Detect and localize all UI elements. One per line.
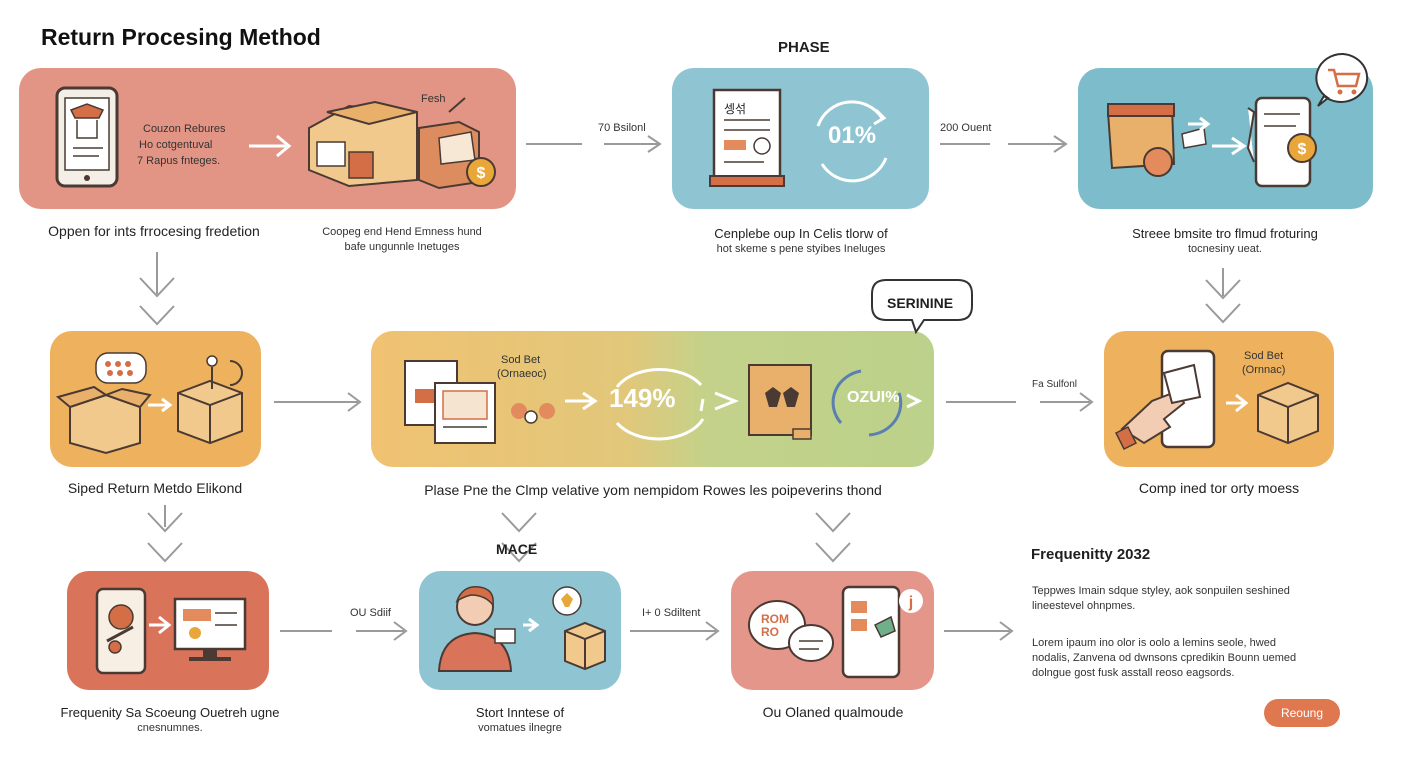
card8-caption-l2: vomatues ilnegre	[478, 722, 562, 734]
card1-text-2: Ho cotgentuval	[139, 139, 213, 151]
svg-text:j: j	[908, 594, 913, 611]
phone-hand-icon	[1114, 349, 1319, 451]
step-card-complete: 셍섞 01%	[672, 68, 929, 209]
connector-arrow-5	[280, 621, 408, 641]
down-arrow-3	[147, 505, 183, 563]
step-card-siped	[50, 331, 261, 467]
card5-label-l2: (Ornaeoc)	[497, 368, 547, 380]
connector-arrow-1	[526, 135, 662, 153]
card7-caption-l1: Frequenity Sa Scoeung Ouetreh ugne	[60, 705, 280, 720]
card2-caption-l1: Cenplebe oup In Celis tlorw of	[714, 226, 888, 241]
step-card-plase: Sod Bet (Ornaeoc) 149% OZUI%	[371, 331, 934, 467]
card1-text-1: Couzon Rebures	[143, 123, 226, 135]
step-card-store: $	[1078, 68, 1373, 209]
card5-caption: Plase Pne the Clmp velative yom nempidom…	[424, 482, 882, 498]
cart-bubble-icon	[1315, 52, 1369, 107]
down-arrow-2	[1205, 268, 1241, 324]
svg-text:$: $	[1298, 141, 1307, 158]
card1-text-3: 7 Rapus fnteges.	[137, 155, 221, 167]
card3-caption-l1: Streee bmsite tro flmud froturing	[1132, 226, 1318, 241]
phone-monitor-icon	[95, 587, 247, 675]
down-arrow-4	[501, 512, 537, 563]
connector-label-3: Fa Sulfonl	[1032, 379, 1078, 390]
side-para2-l1: Lorem ipaum ino olor is oolo a lemins se…	[1032, 637, 1276, 649]
connector-arrow-2	[940, 135, 1068, 153]
phone-return-icon: $	[55, 86, 496, 190]
card5-percent-1: 149%	[609, 383, 676, 413]
step-card-ou-olaned: j ROM RO	[731, 571, 934, 690]
side-para2-l3: dolngue gost fusk asstall reoso eagsords…	[1032, 667, 1235, 679]
card6-label-l1: Sod Bet	[1244, 350, 1284, 362]
connector-label-4: OU Sdiif	[350, 607, 391, 619]
connector-arrow-6	[630, 621, 720, 641]
card1-caption: Oppen for ints frrocesing fredetion	[48, 223, 260, 239]
card9-caption: Ou Olaned qualmoude	[762, 704, 904, 720]
speech-bubble	[871, 279, 973, 335]
documents-percent-icon	[404, 360, 923, 444]
connector-arrow-4	[946, 392, 1094, 412]
mace-label: MACE	[496, 541, 538, 557]
store-phone-icon: $	[1106, 96, 1317, 188]
card5-label-l1: Sod Bet	[501, 354, 541, 366]
connector-label-5: I+ 0 Sdiltent	[642, 607, 701, 619]
step-card-stort	[419, 571, 621, 690]
reoung-button[interactable]: Reoung	[1264, 699, 1340, 727]
side-para1-l2: lineestevel ohnpmes.	[1032, 600, 1136, 612]
document-percent-icon	[709, 88, 888, 187]
connector-label-1: 70 Bsilonl	[598, 122, 646, 134]
chat-tablet-icon: j	[748, 585, 923, 679]
side-para2-l2: nodalis, Zanvena od dwnsons cpredikin Bo…	[1032, 652, 1297, 664]
card1-caption2-l2: bafe ungunnle Inetuges	[344, 241, 460, 253]
card3-caption-l2: tocnesiny ueat.	[1188, 243, 1262, 255]
card8-caption-l1: Stort Inntese of	[475, 705, 565, 720]
card6-caption: Comp ined tor orty moess	[1138, 480, 1300, 496]
card9-bubble-text: ROM RO	[761, 612, 789, 639]
side-heading: Frequenitty 2032	[1031, 546, 1151, 563]
connector-arrow-7	[944, 621, 1014, 641]
phase-label: PHASE	[778, 39, 830, 56]
card1-caption2-l1: Coopeg end Hend Emness hund	[322, 226, 482, 238]
down-arrow-1	[139, 252, 175, 326]
step-card-open: $ Couzon Rebures Ho cotgentuval 7 Rapus …	[19, 68, 516, 209]
card2-doc-text: 셍섞	[724, 102, 747, 116]
bubble-label: SERININE	[887, 295, 954, 311]
connector-arrow-3	[274, 392, 362, 412]
card2-caption-l2: hot skeme s pene styibes Ineluges	[716, 243, 886, 255]
connector-label-2: 200 Ouent	[940, 122, 992, 134]
card5-percent-2: OZUI%	[847, 389, 900, 406]
boxes-icon	[55, 352, 243, 455]
down-arrow-5	[815, 512, 851, 563]
card1-tag: Fesh	[421, 93, 446, 105]
card7-caption-l2: cnesnumnes.	[137, 722, 203, 734]
card4-caption: Siped Return Metdo Elikond	[67, 480, 243, 496]
person-box-icon	[437, 586, 606, 672]
step-card-compined: Sod Bet (Ornnac)	[1104, 331, 1334, 467]
step-card-frequenity	[67, 571, 269, 690]
side-para1-l1: Teppwes Imain sdque styley, aok sonpuile…	[1032, 585, 1290, 597]
svg-text:$: $	[477, 165, 486, 182]
card2-percent: 01%	[828, 122, 877, 149]
page-title: Return Procesing Method	[41, 24, 321, 50]
card6-label-l2: (Ornnac)	[1242, 364, 1286, 376]
